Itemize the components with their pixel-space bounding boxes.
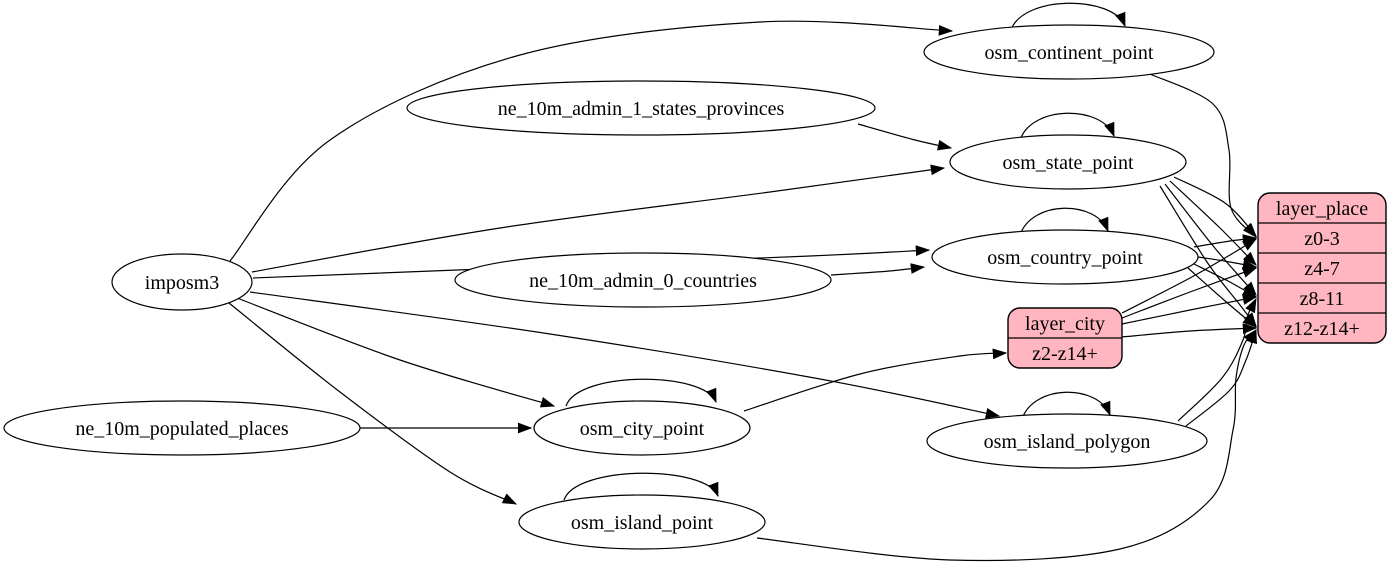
table-ellipse-osm_state_point	[949, 134, 1187, 190]
edge-imposm3-to-osm_island_polygon	[249, 291, 1001, 419]
node-osm_island_polygon: osm_island_polygon	[926, 413, 1208, 469]
record-row-layer_city-z2z14: z2-z14+	[1032, 343, 1098, 365]
edge-layer_city-to-layer_place-z811	[1121, 294, 1258, 325]
self-loop-osm_island_point	[563, 472, 719, 501]
edge-osm_island_polygon-to-layer_place-z811	[1177, 297, 1257, 422]
edge-imposm3-to-osm_city_point	[236, 297, 556, 408]
node-osm_island_point: osm_island_point	[518, 494, 766, 550]
node-label-osm_island_point: osm_island_point	[571, 512, 714, 534]
record-row-layer_place-z03: z0-3	[1304, 228, 1340, 250]
node-osm_city_point: osm_city_point	[533, 400, 751, 456]
table-ellipse-osm_island_polygon	[926, 413, 1208, 469]
self-loop-osm_country_point	[1019, 207, 1109, 236]
edge-osm_state_point-to-layer_place-z47	[1169, 180, 1257, 266]
node-layer_place: layer_place z0-3 z4-7 z8-11 z12-z14+	[1257, 192, 1387, 344]
node-ne_10m_admin_1_states_provinces: ne_10m_admin_1_states_provinces	[406, 80, 876, 136]
self-loop-osm_continent_point	[1010, 2, 1126, 31]
edge-osm_state_point-to-layer_place-z03	[1173, 176, 1257, 237]
edge-imposm3-to-osm_island_point	[228, 302, 518, 505]
edge-osm_island_point-to-layer_place-z12z14	[756, 329, 1257, 562]
edge-layer_city-to-layer_place-z12z14	[1121, 323, 1258, 338]
node-osm_state_point: osm_state_point	[949, 134, 1187, 190]
node-ne_10m_populated_places: ne_10m_populated_places	[3, 400, 361, 456]
record-title-layer_city: layer_city	[1025, 313, 1105, 335]
edge-layer_city-to-layer_place-z03	[1121, 238, 1258, 314]
table-ellipse-osm_city_point	[533, 400, 751, 456]
edge-osm_island_polygon-to-layer_place-z12z14	[1185, 328, 1257, 427]
edge-osm_country_point-to-layer_place-z811	[1193, 263, 1258, 298]
node-label-osm_state_point: osm_state_point	[1002, 152, 1134, 174]
node-label-ne_10m_admin_1_states_provinces: ne_10m_admin_1_states_provinces	[498, 98, 785, 120]
table-ellipse-ne_10m_admin_1_states_provinces	[406, 80, 876, 136]
node-label-ne_10m_admin_0_countries: ne_10m_admin_0_countries	[529, 270, 757, 292]
node-label-osm_continent_point: osm_continent_point	[985, 42, 1154, 64]
edge-imposm3-to-osm_state_point	[251, 164, 946, 273]
node-layer: imposm3 ne_10m_admin_1_states_provincesne…	[3, 24, 1387, 550]
table-ellipse-osm_country_point	[931, 229, 1199, 285]
edge-osm_country_point-to-layer_place-z12z14	[1187, 267, 1257, 328]
node-label-osm_city_point: osm_city_point	[580, 418, 705, 440]
node-label-osm_island_polygon: osm_island_polygon	[984, 431, 1151, 453]
edge-ne_10m_admin_0_countries-to-osm_country_point	[830, 263, 926, 276]
table-ellipse-imposm3	[111, 253, 253, 311]
node-label-imposm3: imposm3	[145, 272, 219, 294]
node-ne_10m_admin_0_countries: ne_10m_admin_0_countries	[454, 252, 832, 308]
edge-osm_country_point-to-layer_place-z03	[1193, 234, 1258, 248]
edge-imposm3-to-osm_continent_point	[229, 20, 954, 262]
edge-osm_country_point-to-layer_place-z47	[1197, 256, 1258, 270]
node-osm_continent_point: osm_continent_point	[923, 24, 1215, 80]
record-row-layer_place-z811: z8-11	[1300, 288, 1345, 310]
edge-layer	[228, 2, 1258, 562]
table-ellipse-osm_continent_point	[923, 24, 1215, 80]
node-imposm3: imposm3	[111, 253, 253, 311]
table-ellipse-ne_10m_populated_places	[3, 400, 361, 456]
record-title-layer_place: layer_place	[1276, 198, 1368, 220]
edge-osm_state_point-to-layer_place-z811	[1164, 183, 1257, 296]
table-ellipse-osm_island_point	[518, 494, 766, 550]
edge-osm_continent_point-to-layer_place-z03	[1149, 73, 1257, 238]
node-layer_city: layer_city z2-z14+	[1007, 307, 1123, 369]
self-loop-osm_island_polygon	[1021, 391, 1111, 420]
edge-osm_city_point-to-layer_city-z2z14	[743, 348, 1008, 412]
self-loop-osm_city_point	[565, 378, 717, 407]
node-label-ne_10m_populated_places: ne_10m_populated_places	[75, 418, 288, 440]
table-ellipse-ne_10m_admin_0_countries	[454, 252, 832, 308]
self-loop-osm_state_point	[1019, 112, 1115, 141]
node-label-osm_country_point: osm_country_point	[987, 247, 1143, 269]
edge-layer_city-to-layer_place-z47	[1121, 267, 1258, 319]
edge-ne_10m_admin_1_states_provinces-to-osm_state_point	[857, 123, 953, 151]
record-row-layer_place-z47: z4-7	[1304, 258, 1340, 280]
record-row-layer_place-z12z14: z12-z14+	[1284, 318, 1360, 340]
record-box-layer_place	[1257, 192, 1387, 344]
node-osm_country_point: osm_country_point	[931, 229, 1199, 285]
